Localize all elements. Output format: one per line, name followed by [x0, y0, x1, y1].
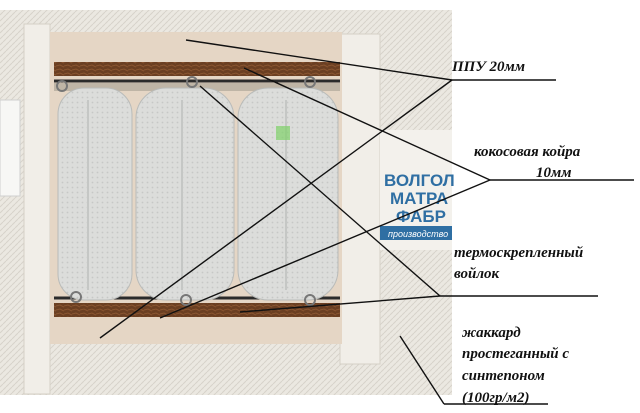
label-coir: кокосовая койра — [474, 144, 581, 160]
leader-felt-bottom — [239, 295, 441, 313]
clip — [56, 80, 68, 92]
leader-ppu — [185, 39, 453, 81]
brand-subtext: производство — [388, 229, 448, 239]
label-jacquard-line2: простеганный с — [462, 346, 569, 362]
coir-layer-bottom — [54, 303, 340, 317]
coir-layer-top — [54, 62, 340, 76]
sewn-label — [0, 99, 21, 197]
clip — [304, 294, 316, 306]
brand-text: ФАБР — [396, 207, 446, 226]
binding-tape-left — [23, 23, 51, 395]
brand-text: МАТРА — [390, 189, 448, 208]
leader-jacquard — [399, 335, 445, 405]
leader-lines — [99, 39, 634, 405]
clip — [180, 294, 192, 306]
label-felt: термоскрепленный — [454, 245, 584, 261]
brand-stripe — [380, 226, 452, 240]
label-ppu: ППУ 20мм — [452, 59, 526, 75]
clip — [186, 76, 198, 88]
felt-layer — [54, 83, 340, 91]
leader-coir-bottom — [159, 179, 491, 319]
brand-text: ВОЛГОЛ — [384, 171, 455, 190]
leader-coir-top — [243, 67, 491, 181]
label-felt-line2: войлок — [454, 266, 500, 282]
label-jacquard-line3: синтепоном — [462, 368, 545, 384]
label-jacquard-line4: (100гр/м2) — [462, 390, 530, 406]
leader-ppu-bottom — [99, 79, 453, 339]
spring-pocket — [135, 87, 235, 301]
label-jacquard: жаккард — [462, 325, 521, 341]
clip — [70, 291, 82, 303]
clip — [304, 76, 316, 88]
binding-tape-right — [339, 33, 381, 365]
leader-felt-top — [199, 85, 441, 297]
label-coir-thickness: 10мм — [536, 165, 572, 181]
spring-pocket — [57, 87, 133, 301]
